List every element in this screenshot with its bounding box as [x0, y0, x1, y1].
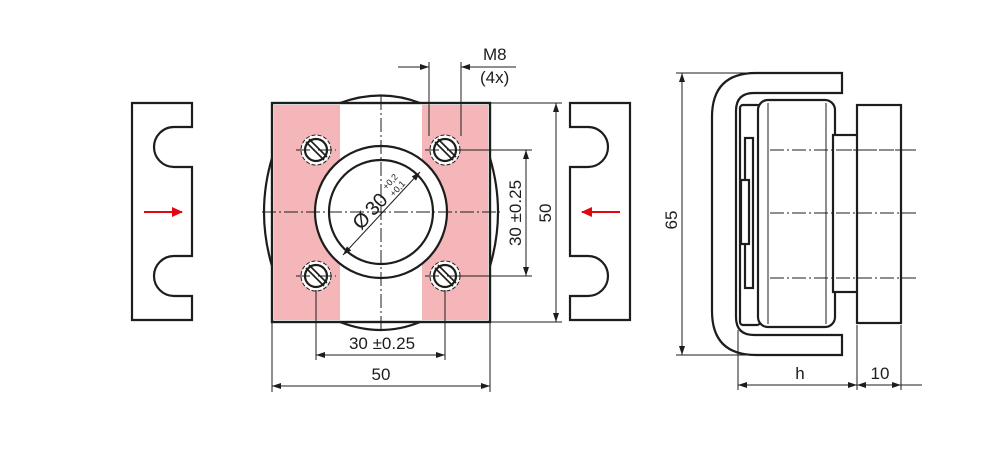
- front-view: [262, 94, 500, 332]
- c-bracket: [710, 71, 844, 357]
- screw-hole-top-right: [429, 134, 461, 166]
- block-height-label: 50: [536, 204, 555, 223]
- flange-thickness-label: 10: [871, 364, 890, 383]
- side-view-dimensions: 65 h 10: [662, 72, 922, 390]
- left-jaw: [130, 101, 194, 322]
- thread-label: M8: [483, 45, 507, 64]
- height-var-label: h: [795, 364, 804, 383]
- flange: [855, 103, 903, 325]
- block-width-label: 50: [372, 365, 391, 384]
- hole-spacing-vertical-label: 30 ±0.25: [506, 180, 525, 246]
- thread-count-label: (4x): [480, 68, 509, 87]
- side-view: [710, 71, 916, 357]
- overall-height-label: 65: [662, 211, 681, 230]
- right-jaw: [568, 101, 632, 322]
- hole-spacing-horizontal-label: 30 ±0.25: [349, 334, 415, 353]
